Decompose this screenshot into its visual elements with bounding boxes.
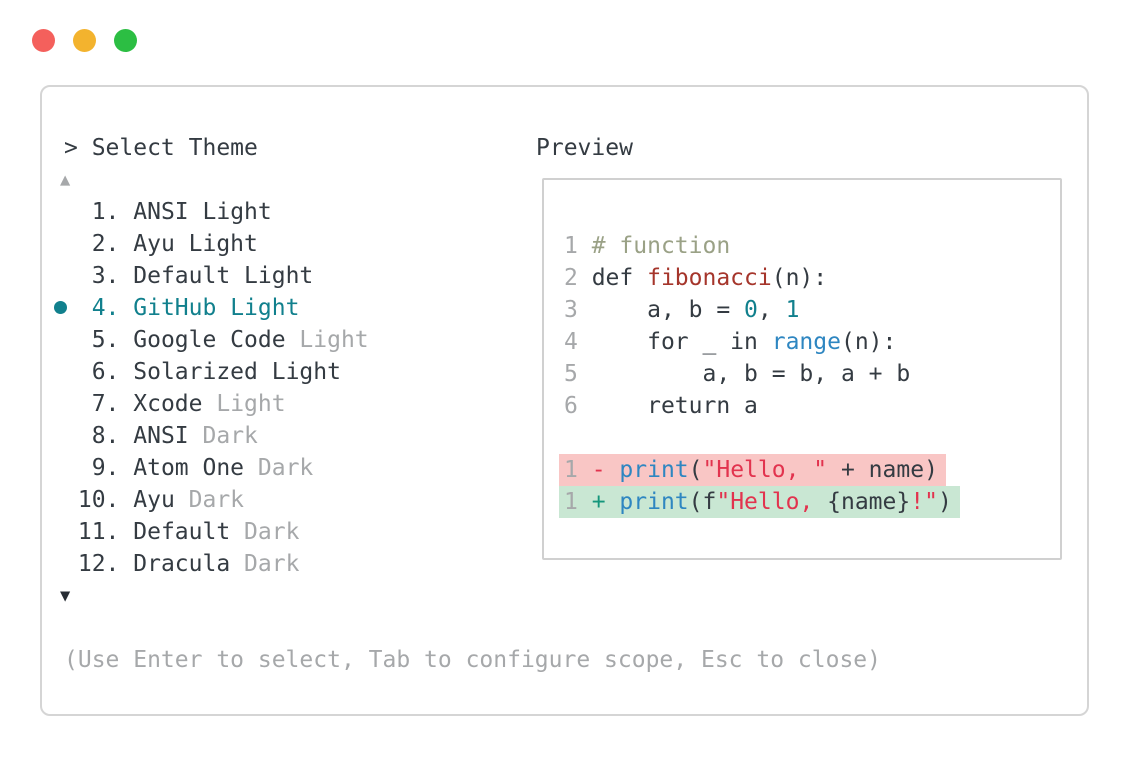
theme-list: 1. ANSI Light 2. Ayu Light 3. Default Li…: [42, 196, 542, 580]
code-line: 6 return a: [564, 393, 758, 419]
line-number: 1: [564, 233, 592, 259]
code-line: 1 # function: [564, 233, 731, 259]
theme-item-label: 2. Ayu Light: [64, 231, 258, 257]
theme-item-label: 12. Dracula Dark: [64, 551, 300, 577]
theme-item-label: 10. Ayu Dark: [64, 487, 245, 513]
line-number: 1: [564, 489, 592, 515]
line-number: 2: [564, 265, 592, 291]
theme-list-item-google-code-light[interactable]: 5. Google Code Light: [42, 324, 542, 356]
preview-title: Preview: [536, 135, 633, 161]
preview-box: 1 # function 2 def fibonacci(n): 3 a, b = …: [542, 178, 1062, 560]
preview-code: 1 # function 2 def fibonacci(n): 3 a, b = …: [544, 180, 1060, 518]
theme-list-item-ayu-dark[interactable]: 10. Ayu Dark: [42, 484, 542, 516]
theme-item-label: 9. Atom One Dark: [64, 455, 314, 481]
theme-item-label: 1. ANSI Light: [64, 199, 272, 225]
theme-list-item-default-light[interactable]: 3. Default Light: [42, 260, 542, 292]
selected-item-bullet-icon: [54, 301, 67, 314]
code-line: 4 for _ in range(n):: [564, 329, 897, 355]
code-line: 2 def fibonacci(n):: [564, 265, 828, 291]
select-theme-title: > Select Theme: [64, 135, 258, 161]
theme-list-item-ansi-light[interactable]: 1. ANSI Light: [42, 196, 542, 228]
line-number: 4: [564, 329, 592, 355]
scroll-up-indicator[interactable]: ▲: [60, 170, 71, 190]
theme-item-label: 6. Solarized Light: [64, 359, 341, 385]
theme-item-label: 11. Default Dark: [64, 519, 300, 545]
theme-list-item-ansi-dark[interactable]: 8. ANSI Dark: [42, 420, 542, 452]
theme-list-item-github-light[interactable]: 4. GitHub Light: [42, 292, 542, 324]
traffic-light-minimize-button[interactable]: [73, 29, 96, 52]
code-line: 5 a, b = b, a + b: [564, 361, 911, 387]
theme-list-item-ayu-light[interactable]: 2. Ayu Light: [42, 228, 542, 260]
theme-picker-panel: > Select Theme ▲ 1. ANSI Light 2. Ayu Li…: [40, 85, 1089, 716]
theme-list-item-default-dark[interactable]: 11. Default Dark: [42, 516, 542, 548]
scroll-down-indicator[interactable]: ▼: [60, 586, 71, 606]
theme-item-label: 8. ANSI Dark: [64, 423, 258, 449]
theme-item-label: 4. GitHub Light: [64, 295, 300, 321]
traffic-light-zoom-button[interactable]: [114, 29, 137, 52]
code-line: 3 a, b = 0, 1: [564, 297, 800, 323]
theme-list-item-dracula-dark[interactable]: 12. Dracula Dark: [42, 548, 542, 580]
diff-line-removed: 1 - print("Hello, " + name): [559, 454, 1060, 486]
keyboard-hint: (Use Enter to select, Tab to configure s…: [64, 647, 881, 673]
line-number: 1: [564, 457, 592, 483]
theme-list-item-solarized-light[interactable]: 6. Solarized Light: [42, 356, 542, 388]
traffic-lights: [32, 29, 137, 52]
line-number: 5: [564, 361, 592, 387]
theme-item-label: 7. Xcode Light: [64, 391, 286, 417]
line-number: 3: [564, 297, 592, 323]
theme-list-item-xcode-light[interactable]: 7. Xcode Light: [42, 388, 542, 420]
code-line: [564, 422, 1060, 454]
theme-item-label: 5. Google Code Light: [64, 327, 369, 353]
theme-item-label: 3. Default Light: [64, 263, 314, 289]
line-number: 6: [564, 393, 592, 419]
traffic-light-close-button[interactable]: [32, 29, 55, 52]
diff-line-added: 1 + print(f"Hello, {name}!"): [559, 486, 1060, 518]
theme-list-item-atom-one-dark[interactable]: 9. Atom One Dark: [42, 452, 542, 484]
